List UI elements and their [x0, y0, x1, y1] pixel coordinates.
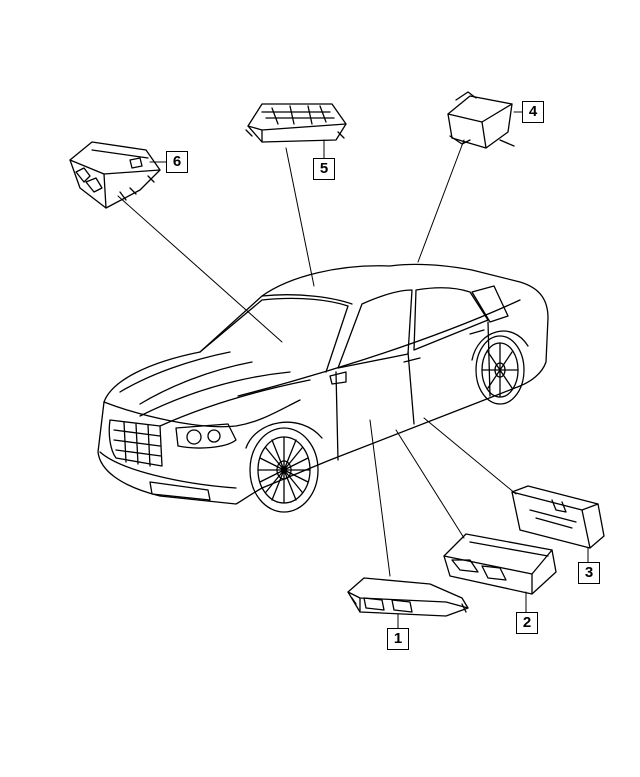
callout-6: 6: [166, 151, 188, 173]
module-2: [443, 533, 557, 595]
callout-5: 5: [313, 158, 335, 180]
callout-1: 1: [387, 628, 409, 650]
module-1: [347, 577, 469, 617]
callout-2: 2: [516, 612, 538, 634]
module-5: [245, 103, 347, 143]
module-3: [511, 485, 605, 549]
callout-4: 4: [522, 101, 544, 123]
vehicle-sedan: [97, 263, 549, 513]
leader-lines: [117, 111, 589, 629]
module-4: [447, 91, 515, 149]
module-6: [69, 141, 161, 209]
callout-3: 3: [578, 562, 600, 584]
